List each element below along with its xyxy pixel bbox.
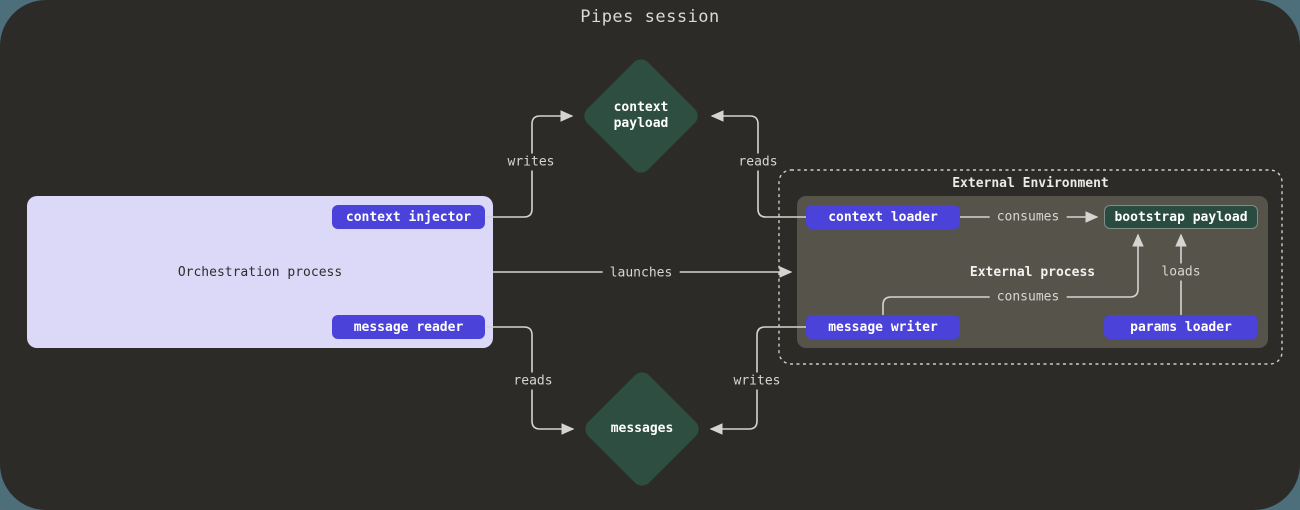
edge-label-reads-messages: reads — [506, 372, 560, 390]
context-payload-node: context payload — [580, 55, 702, 177]
edge-label-launches: launches — [602, 264, 680, 282]
diagram-title: Pipes session — [580, 7, 720, 27]
context-payload-label: context payload — [613, 100, 669, 131]
edge-label-consumes-context: consumes — [989, 208, 1067, 226]
edge-label-writes-context: writes — [500, 153, 562, 171]
edge-label-reads-context: reads — [731, 153, 785, 171]
edge-label-writes-messages: writes — [726, 372, 788, 390]
external-environment-label: External Environment — [952, 176, 1109, 191]
messages-node: messages — [581, 368, 703, 490]
orchestration-process-box: Orchestration process — [27, 196, 493, 348]
edge-label-loads: loads — [1154, 263, 1208, 281]
messages-label: messages — [610, 421, 674, 437]
orchestration-process-label: Orchestration process — [177, 264, 343, 280]
edge-label-consumes-messages: consumes — [989, 288, 1067, 306]
